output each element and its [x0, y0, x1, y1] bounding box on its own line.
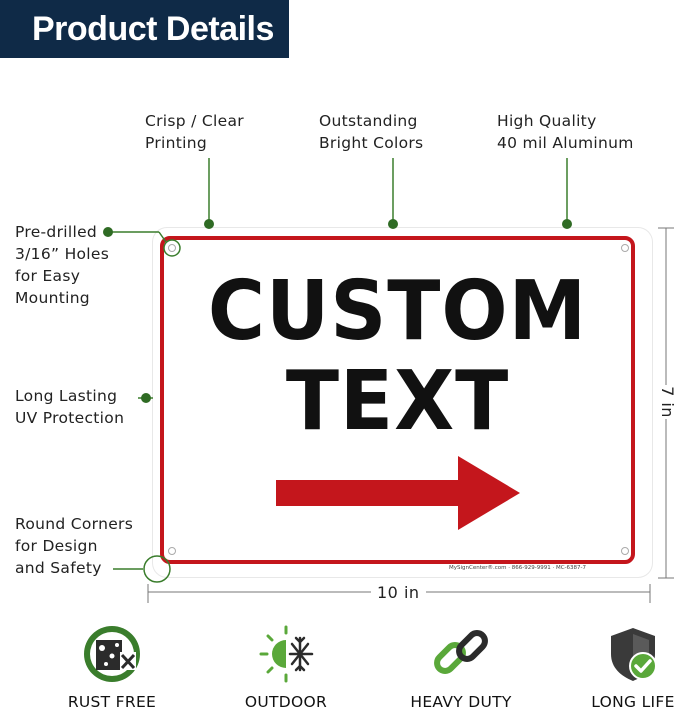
- page-title: Product Details: [32, 10, 274, 48]
- right-arrow-icon: [276, 456, 520, 530]
- height-label: 7 in: [656, 385, 677, 419]
- chain-link-icon: [434, 630, 488, 674]
- sign-panel: [153, 228, 652, 577]
- highlight-circle: [143, 555, 171, 583]
- shield-check-icon: [611, 628, 657, 681]
- mounting-hole: [621, 244, 629, 252]
- sign-red-border: [160, 236, 635, 564]
- callout-corners: Round Corners for Design and Safety: [15, 515, 134, 577]
- sign-text-line-1: CUSTOM: [207, 264, 588, 359]
- callout-colors: Outstanding Bright Colors: [319, 112, 424, 152]
- leader-dot: [562, 219, 572, 229]
- width-label: 10 in: [371, 584, 426, 602]
- leader-dot: [103, 227, 113, 237]
- mounting-hole: [621, 547, 629, 555]
- mounting-hole: [168, 547, 176, 555]
- feature-label: HEAVY DUTY: [410, 693, 512, 711]
- callout-printing: Crisp / Clear Printing: [145, 112, 244, 152]
- leader-dot: [141, 393, 151, 403]
- leader-dot: [204, 219, 214, 229]
- feature-label: LONG LIFE: [591, 693, 675, 711]
- header-banner: Product Details: [0, 0, 289, 58]
- callout-uv: Long Lasting UV Protection: [15, 387, 125, 427]
- highlight-circle: [163, 239, 181, 257]
- sun-snowflake-icon: [259, 625, 314, 683]
- rust-free-icon: [84, 626, 140, 682]
- leader-dot: [388, 219, 398, 229]
- sign-footer-text: MySignCenter®.com · 866-929-9991 · MC-63…: [449, 565, 587, 571]
- mounting-hole: [168, 244, 176, 252]
- feature-label: RUST FREE: [67, 693, 157, 711]
- feature-label: OUTDOOR: [244, 693, 328, 711]
- sign-text-line-2: TEXT: [285, 354, 510, 449]
- leader-line: [158, 231, 167, 243]
- callout-quality: High Quality 40 mil Aluminum: [497, 112, 634, 152]
- callout-holes: Pre-drilled 3/16” Holes for Easy Mountin…: [15, 223, 110, 307]
